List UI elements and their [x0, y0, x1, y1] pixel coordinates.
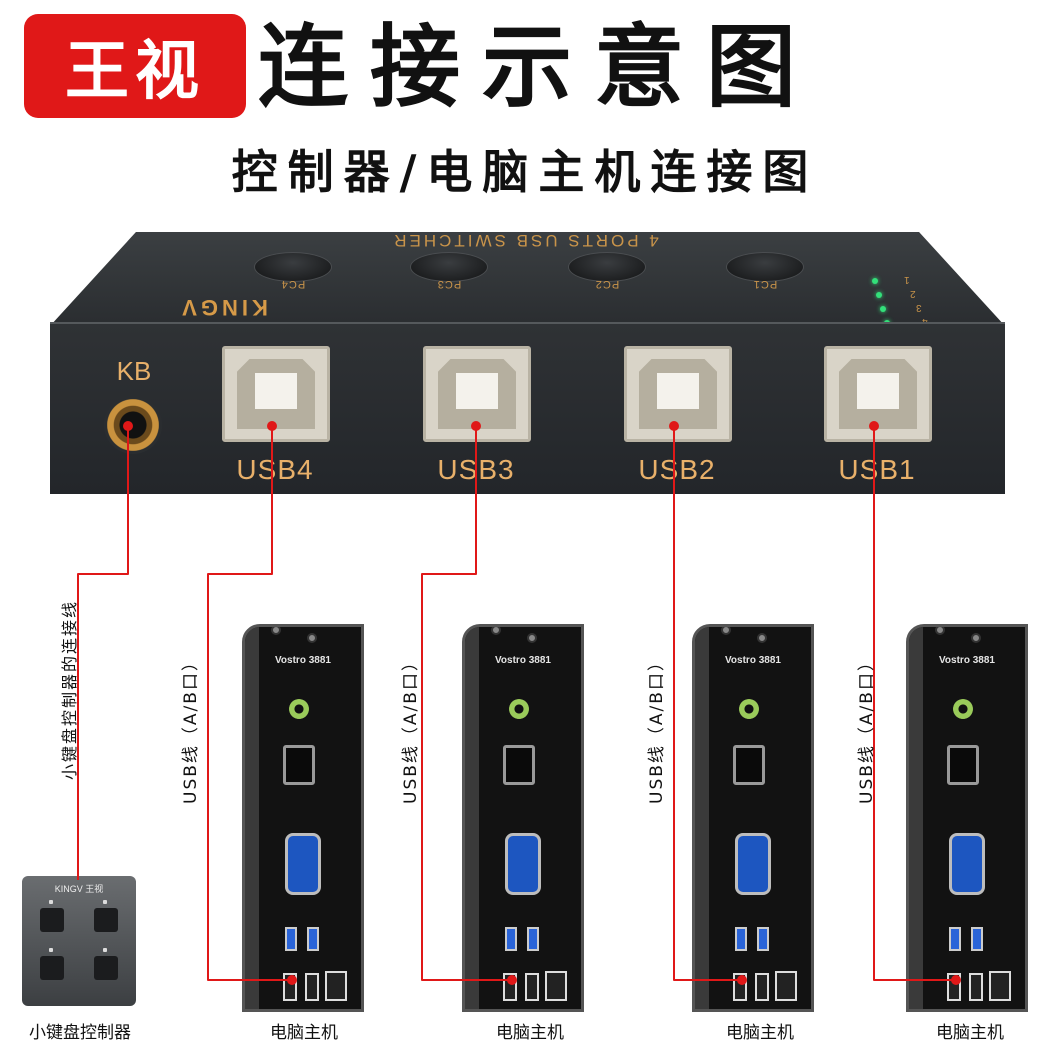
usb2-port[interactable] [947, 973, 961, 1001]
pc4-button-label: PC4 [254, 278, 332, 290]
brand-badge: 王视 [24, 14, 246, 118]
audio-jack [509, 699, 529, 719]
pc-panel-1: Vostro 3881 [242, 624, 364, 1012]
pc-panel-2: Vostro 3881 [462, 624, 584, 1012]
controller-key-3[interactable] [40, 956, 64, 980]
pc-model-label: Vostro 3881 [495, 655, 551, 666]
usb-cable-label-3: USB线（A/B口） [642, 588, 668, 868]
led-number-1: 1 [904, 274, 910, 285]
controller-led [49, 948, 53, 952]
usb3-port [505, 927, 517, 951]
led-number-3: 3 [916, 302, 922, 313]
usb2-port [755, 973, 769, 1001]
usb3-port[interactable] [423, 346, 531, 442]
usb2-label: USB2 [602, 454, 752, 486]
kb-jack[interactable] [104, 396, 162, 454]
usb2-port[interactable] [733, 973, 747, 1001]
controller-key-1[interactable] [40, 908, 64, 932]
ethernet-port [545, 971, 567, 1001]
kb-cable-label: 小键盘控制器的连接线 [56, 540, 82, 840]
pc-caption-4: 电脑主机 [890, 1018, 1050, 1043]
pc-panel-4: Vostro 3881 [906, 624, 1028, 1012]
kb-port-label: KB [104, 356, 164, 387]
pc-model-label: Vostro 3881 [275, 655, 331, 666]
pc-model-label: Vostro 3881 [939, 655, 995, 666]
controller-led [103, 900, 107, 904]
usb2-port[interactable] [283, 973, 297, 1001]
usb3-port [949, 927, 961, 951]
pc2-button-label: PC2 [568, 278, 646, 290]
brand-name: 王视 [65, 20, 205, 112]
controller-led [103, 948, 107, 952]
page-title: 连接示意图 [258, 18, 1028, 118]
usb2-port[interactable] [624, 346, 732, 442]
led-3 [880, 306, 886, 312]
audio-jack [289, 699, 309, 719]
kb-cable [78, 426, 128, 880]
hdmi-port [503, 745, 535, 785]
audio-jack [739, 699, 759, 719]
pc-caption-2: 电脑主机 [450, 1018, 610, 1043]
usb2-port [525, 973, 539, 1001]
usb3-port [735, 927, 747, 951]
usb-cable-label-4: USB线（A/B口） [852, 588, 878, 868]
led-number-2: 2 [910, 288, 916, 299]
usb3-port [971, 927, 983, 951]
led-2 [876, 292, 882, 298]
ethernet-port [989, 971, 1011, 1001]
vga-port [949, 833, 985, 895]
pc1-button-label: PC1 [726, 278, 804, 290]
controller-caption: 小键盘控制器 [0, 1018, 160, 1043]
controller-brand: KINGV 王视 [22, 882, 136, 895]
vga-port [285, 833, 321, 895]
kingv-logo: KINGV [118, 294, 328, 320]
ethernet-port [325, 971, 347, 1001]
usb1-label: USB1 [802, 454, 952, 486]
usb-cable-label-1: USB线（A/B口） [176, 588, 202, 868]
switcher-model-text: 4 PORTS USB SWITCHER [0, 230, 1050, 250]
usb3-label: USB3 [401, 454, 551, 486]
vga-port [505, 833, 541, 895]
ethernet-port [775, 971, 797, 1001]
usb-cable-label-2: USB线（A/B口） [396, 588, 422, 868]
pc3-button-label: PC3 [410, 278, 488, 290]
usb2-port[interactable] [503, 973, 517, 1001]
pc-model-label: Vostro 3881 [725, 655, 781, 666]
usb1-port[interactable] [824, 346, 932, 442]
hdmi-port [733, 745, 765, 785]
usb3-port [757, 927, 769, 951]
usb3-port [285, 927, 297, 951]
usb2-port [305, 973, 319, 1001]
pc-panel-3: Vostro 3881 [692, 624, 814, 1012]
keyboard-controller: KINGV 王视 [22, 876, 136, 1006]
usb4-label: USB4 [200, 454, 350, 486]
usb2-port [969, 973, 983, 1001]
controller-key-4[interactable] [94, 956, 118, 980]
pc-caption-1: 电脑主机 [224, 1018, 384, 1043]
controller-led [49, 900, 53, 904]
page-subtitle: 控制器/电脑主机连接图 [0, 142, 1050, 202]
hdmi-port [283, 745, 315, 785]
controller-key-2[interactable] [94, 908, 118, 932]
usb3-port [307, 927, 319, 951]
usb4-port[interactable] [222, 346, 330, 442]
hdmi-port [947, 745, 979, 785]
vga-port [735, 833, 771, 895]
usb3-port [527, 927, 539, 951]
audio-jack [953, 699, 973, 719]
pc-caption-3: 电脑主机 [680, 1018, 840, 1043]
led-1 [872, 278, 878, 284]
